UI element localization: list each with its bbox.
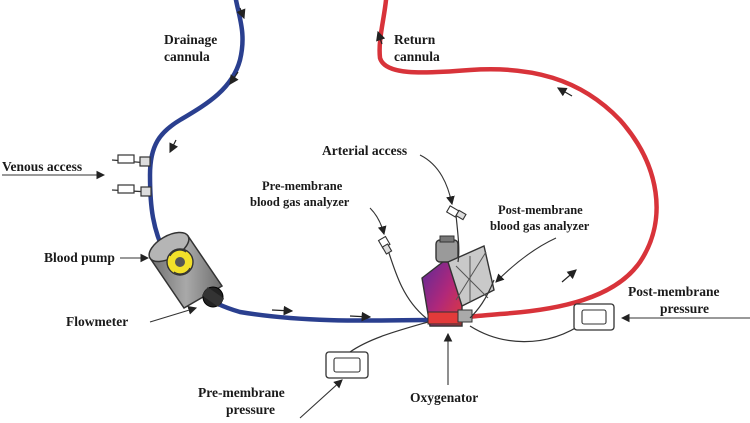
post-membrane-pressure-monitor [469,303,615,343]
arterial-access-label: Arterial access [322,143,407,158]
post-membrane-pressure-label-line2: pressure [660,301,709,316]
flowmeter-label: Flowmeter [66,314,128,329]
arterial-flow-arrows [376,30,577,283]
pre-membrane-pressure-label-line2: pressure [226,402,275,417]
drainage-cannula-line [147,0,433,323]
drainage-cannula-label-line2: cannula [164,49,210,64]
venous-flow-arrows [169,7,372,322]
venous-access-label: Venous access [2,159,82,174]
return-cannula-label-line2: cannula [394,49,440,64]
return-cannula-label-line1: Return [394,32,436,47]
pre-membrane-pressure-monitor [325,321,429,379]
post-membrane-bga-label-line1: Post-membrane [498,203,583,217]
post-membrane-pressure-label-line1: Post-membrane [628,284,719,299]
pump-rotor-icon [166,248,194,276]
return-cannula-line [377,0,659,321]
oxygenator-label: Oxygenator [410,390,478,405]
pre-membrane-analyzer-port [377,235,427,319]
drainage-cannula-label-line1: Drainage [164,32,217,47]
post-membrane-analyzer-port [469,279,495,319]
pre-membrane-bga-label-line2: blood gas analyzer [250,195,350,209]
pre-membrane-bga-label-line1: Pre-membrane [262,179,343,193]
post-membrane-bga-label-line2: blood gas analyzer [490,219,590,233]
blood-pump-label: Blood pump [44,250,115,265]
flowmeter [201,286,225,308]
arterial-access-port [445,205,467,263]
callout-arrows [2,154,750,419]
venous-access-ports [111,154,152,197]
pre-membrane-pressure-label-line1: Pre-membrane [198,385,285,400]
blood-pump [148,231,224,309]
oxygenator [421,235,495,327]
